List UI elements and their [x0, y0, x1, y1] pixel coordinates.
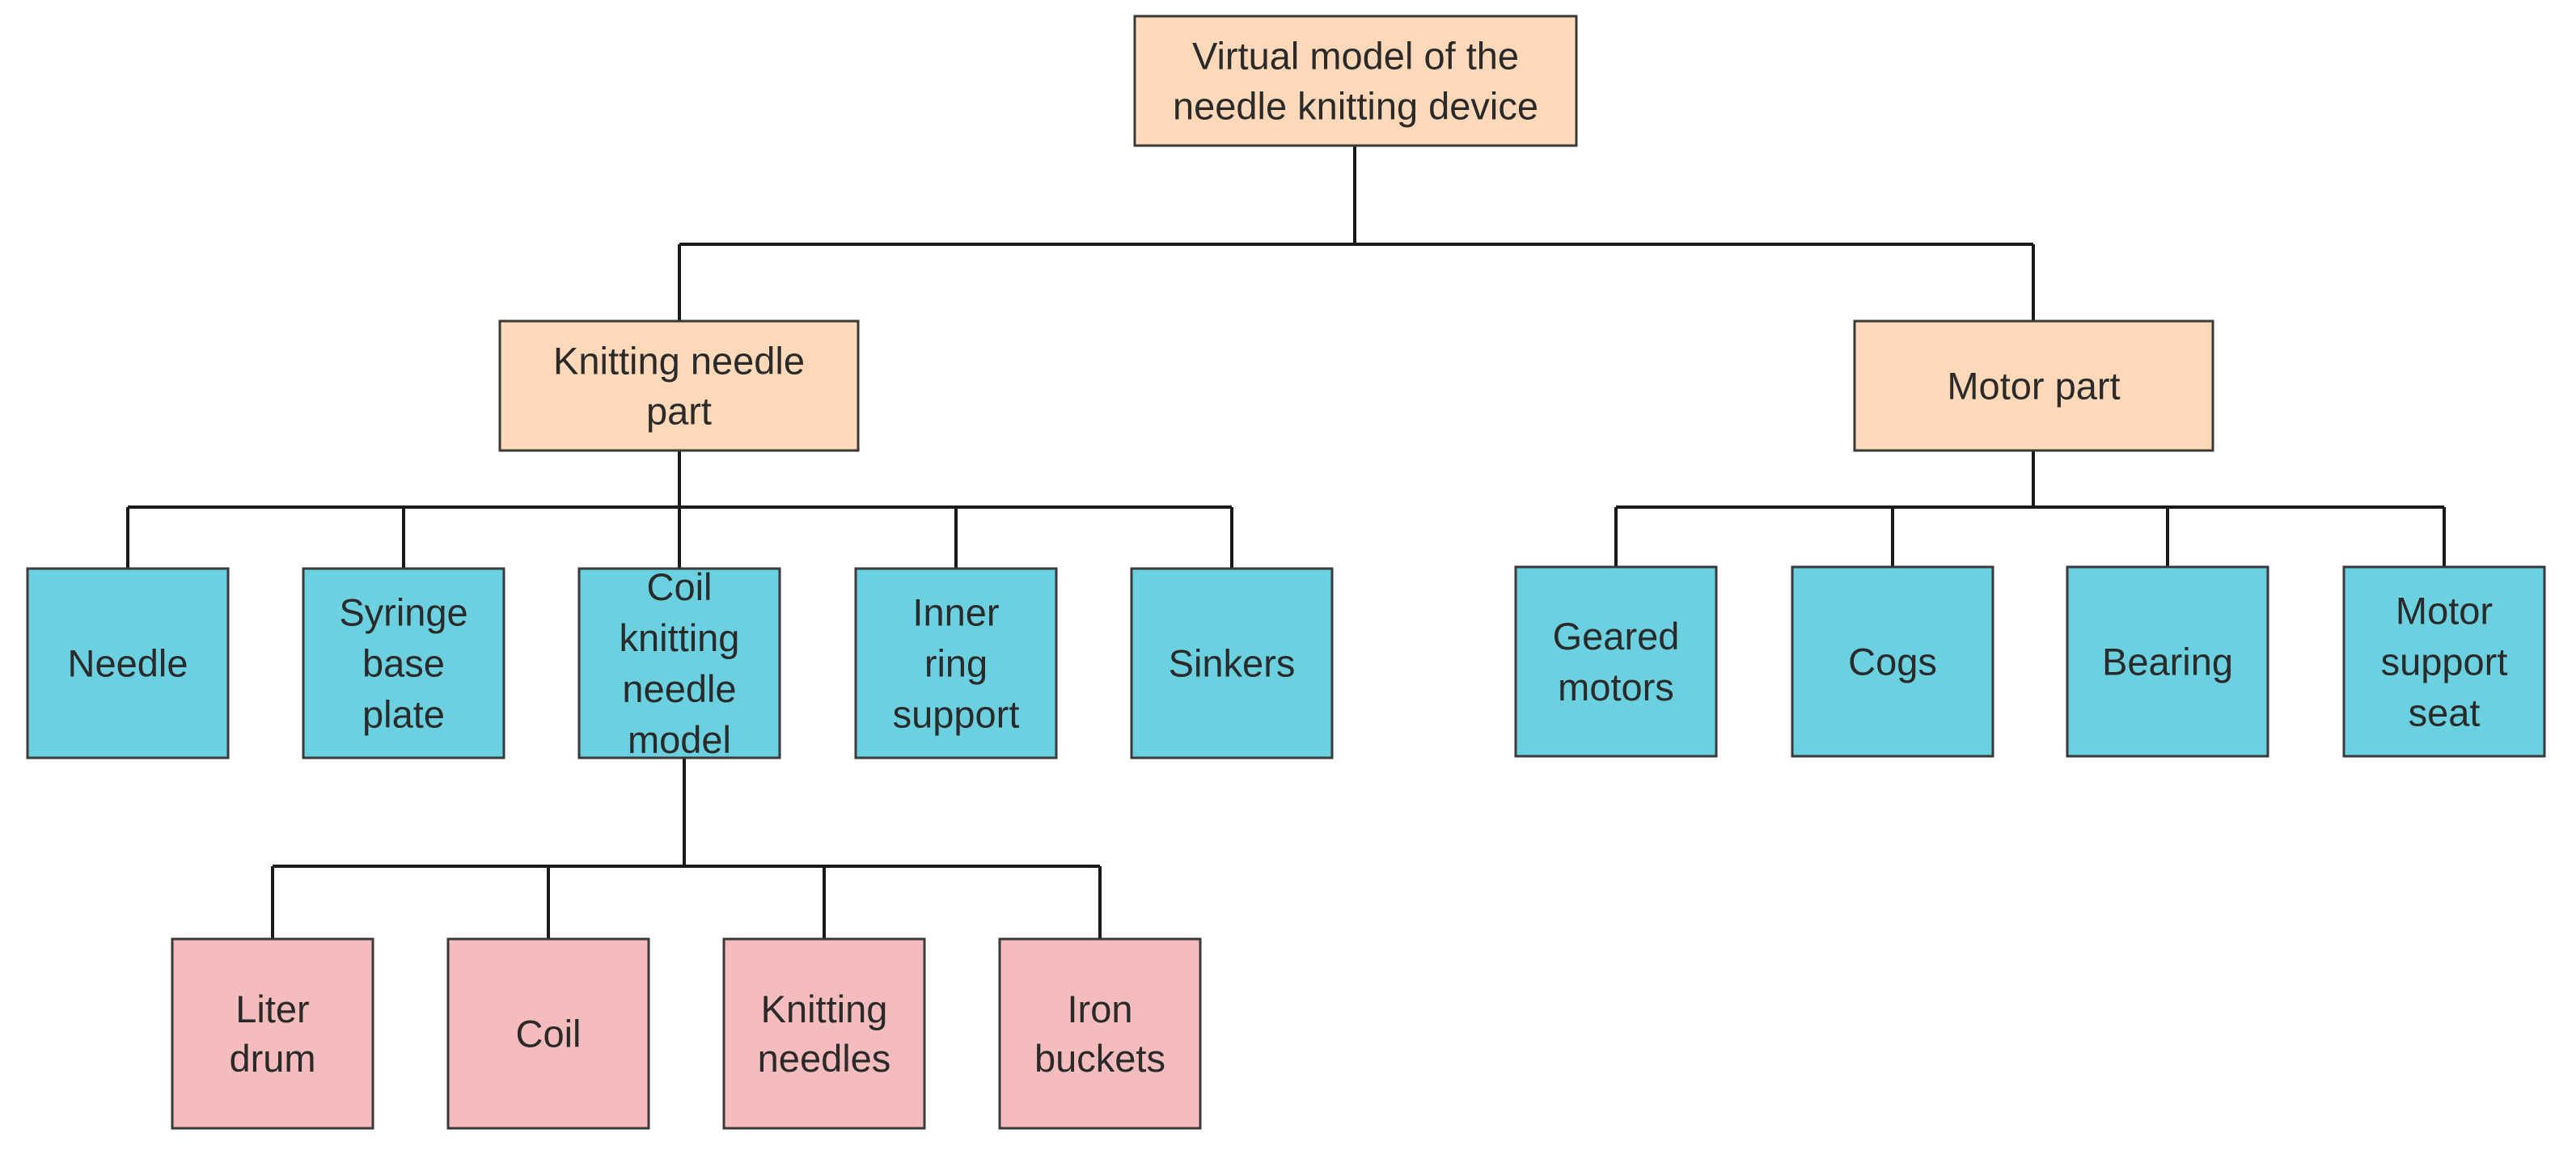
node-label-bearing: Bearing	[2102, 641, 2233, 683]
node-label-line: knitting	[620, 616, 740, 659]
node-label-line: base	[362, 642, 445, 685]
node-box-coil	[446, 937, 650, 1130]
node-label-knitting-needle-part: Knitting needle part	[553, 340, 805, 433]
node-label-motor-support-seat: Motor support seat	[2381, 590, 2508, 734]
node-label-cogs: Cogs	[1848, 641, 1937, 683]
node-box-liter-drum	[171, 937, 374, 1130]
node-label-line: ring	[924, 642, 988, 685]
node-liter-drum: Liter drum	[171, 937, 374, 1130]
node-coil: Coil	[446, 937, 650, 1130]
node-label-coil-knitting-needle-model: Coil knitting needle model	[620, 565, 740, 761]
node-label-coil: Coil	[516, 1013, 582, 1055]
node-label-line: seat	[2409, 692, 2481, 734]
node-label-line: Sinkers	[1169, 642, 1296, 685]
node-box-sinkers	[1130, 567, 1334, 759]
nodes: Virtual model of the needle knitting devi…	[26, 15, 2546, 1130]
node-geared-motors: Geared motors	[1514, 565, 1718, 758]
node-label-line: buckets	[1034, 1037, 1165, 1080]
connectors	[126, 146, 2446, 939]
node-label-line: Coil	[647, 565, 713, 608]
node-iron-buckets: Iron buckets	[998, 937, 1202, 1130]
node-syringe-base-plate: Syringe base plate	[302, 567, 505, 759]
node-label-motor-part: Motor part	[1947, 365, 2120, 408]
node-label-line: needle knitting device	[1173, 85, 1538, 128]
node-label-line: part	[646, 390, 712, 433]
node-cogs: Cogs	[1791, 565, 1994, 758]
node-box-motor-part	[1853, 319, 2214, 452]
node-root: Virtual model of the needle knitting devi…	[1133, 15, 1578, 147]
node-box-syringe-base-plate	[302, 567, 505, 759]
node-label-line: Motor part	[1947, 365, 2120, 408]
node-needle: Needle	[26, 567, 230, 759]
node-label-line: Knitting needle	[553, 340, 805, 383]
node-label-line: support	[893, 693, 1020, 736]
node-box-bearing	[2066, 565, 2269, 758]
node-box-coil-knitting-needle-model	[577, 567, 781, 759]
node-label-line: Iron	[1068, 988, 1133, 1030]
node-label-iron-buckets: Iron buckets	[1034, 988, 1165, 1080]
node-label-line: Geared	[1553, 615, 1680, 658]
node-label-knitting-needles: Knitting needles	[758, 988, 891, 1080]
node-label-needle: Needle	[68, 642, 188, 685]
node-sinkers: Sinkers	[1130, 567, 1334, 759]
node-box-knitting-needles	[722, 937, 926, 1130]
node-box-needle	[26, 567, 230, 759]
node-label-geared-motors: Geared motors	[1553, 615, 1680, 709]
node-bearing: Bearing	[2066, 565, 2269, 758]
node-box-knitting-needle-part	[498, 319, 860, 452]
node-label-liter-drum: Liter drum	[229, 988, 315, 1080]
node-label-line: plate	[362, 693, 445, 736]
node-label-line: Motor	[2396, 590, 2493, 632]
node-label-line: model	[628, 718, 731, 761]
node-label-line: Needle	[68, 642, 188, 685]
node-box-inner-ring-support	[854, 567, 1058, 759]
node-label-syringe-base-plate: Syringe base plate	[339, 591, 467, 736]
node-label-line: Coil	[516, 1013, 582, 1055]
node-label-line: Virtual model of the	[1192, 35, 1519, 78]
node-label-line: Bearing	[2102, 641, 2233, 683]
node-label-line: support	[2381, 641, 2508, 683]
node-label-root: Virtual model of the needle knitting devi…	[1173, 35, 1538, 128]
node-label-inner-ring-support: Inner ring support	[893, 591, 1020, 736]
node-knitting-needle-part: Knitting needle part	[498, 319, 860, 452]
node-box-root	[1133, 15, 1578, 147]
node-label-line: Knitting	[761, 988, 888, 1030]
node-label-line: Inner	[912, 591, 999, 634]
node-motor-support-seat: Motor support seat	[2342, 565, 2546, 758]
node-box-motor-support-seat	[2342, 565, 2546, 758]
node-coil-knitting-needle-model: Coil knitting needle model	[577, 565, 781, 761]
node-label-line: Liter	[235, 988, 309, 1030]
node-label-line: Cogs	[1848, 641, 1937, 683]
node-knitting-needles: Knitting needles	[722, 937, 926, 1130]
node-label-line: needle	[622, 667, 736, 710]
node-box-cogs	[1791, 565, 1994, 758]
node-label-line: Syringe	[339, 591, 467, 634]
node-box-iron-buckets	[998, 937, 1202, 1130]
node-label-line: motors	[1558, 666, 1674, 709]
node-label-line: drum	[229, 1037, 315, 1080]
node-label-sinkers: Sinkers	[1169, 642, 1296, 685]
node-label-line: needles	[758, 1037, 891, 1080]
node-inner-ring-support: Inner ring support	[854, 567, 1058, 759]
node-motor-part: Motor part	[1853, 319, 2214, 452]
node-box-geared-motors	[1514, 565, 1718, 758]
